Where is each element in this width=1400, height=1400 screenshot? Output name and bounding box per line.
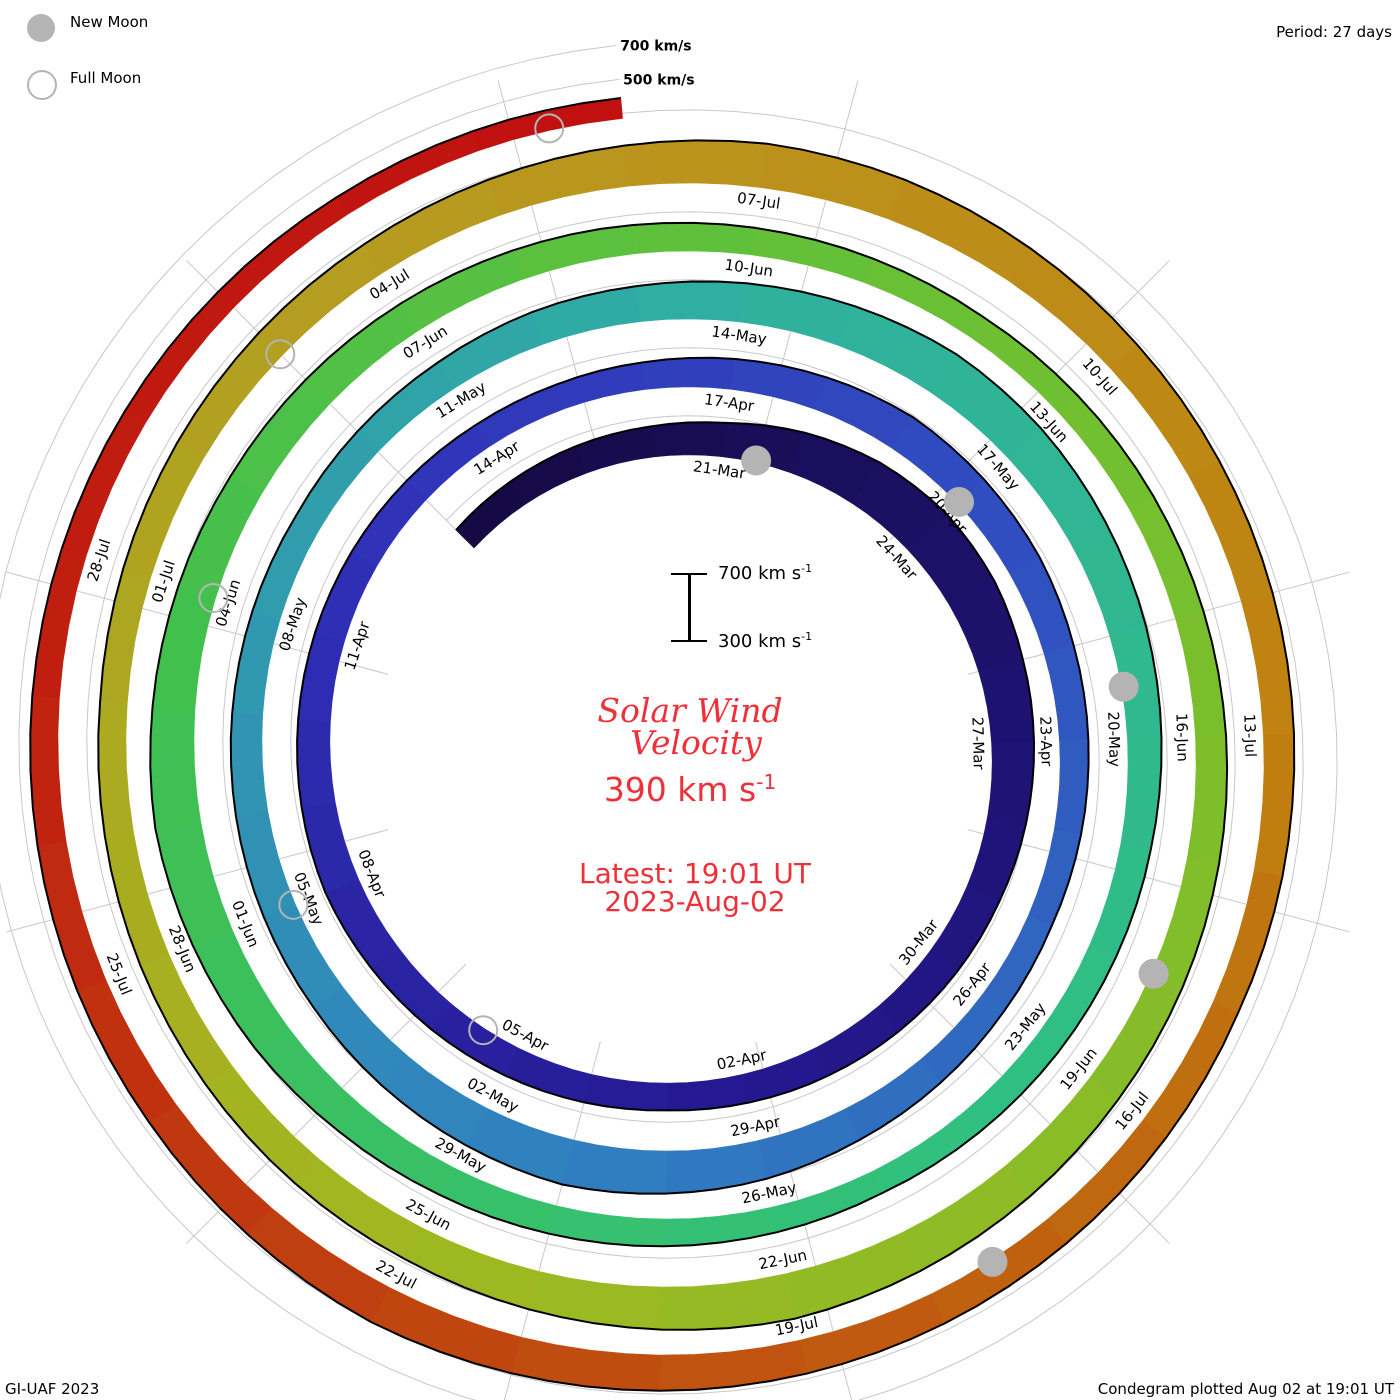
date-label: 07-Jul	[736, 189, 782, 213]
date-label: 21-Mar	[692, 457, 748, 483]
reference-label: 700 km/s	[620, 39, 691, 55]
date-label: 13-Jul	[1240, 713, 1259, 757]
velocity-segment	[503, 1047, 592, 1103]
velocity-segment	[555, 361, 647, 410]
velocity-segment	[873, 1112, 980, 1193]
velocity-segment	[296, 718, 336, 808]
new-moon-marker	[943, 486, 974, 517]
date-label: 20-May	[1104, 711, 1124, 767]
velocity-segment	[1028, 829, 1082, 927]
velocity-segment	[370, 947, 454, 1030]
velocity-segment	[510, 445, 587, 505]
chart-title: Solar Wind Velocity	[597, 691, 783, 762]
full-moon-legend-label: Full Moon	[70, 69, 142, 87]
latest-timestamp: Latest: 19:01 UT 2023-Aug-02	[578, 857, 812, 918]
velocity-segment	[982, 915, 1052, 1011]
credit-label: GI-UAF 2023	[5, 1380, 100, 1398]
scale-bottom-label: 300 km s-1	[718, 630, 813, 652]
plotted-label: Condegram plotted Aug 02 at 19:01 UT	[1097, 1380, 1394, 1398]
grid-spoke	[889, 260, 1170, 541]
new-moon-marker	[741, 445, 772, 476]
reference-label: 500 km/s	[623, 72, 694, 88]
grid-spoke	[755, 80, 859, 463]
velocity-segment	[649, 421, 727, 458]
new-moon-legend-label: New Moon	[70, 13, 149, 31]
velocity-segment	[37, 841, 106, 992]
new-moon-marker	[1138, 958, 1169, 989]
velocity-segment	[643, 357, 736, 390]
velocity-segment	[295, 430, 379, 531]
date-label: 23-Apr	[1036, 716, 1056, 767]
velocity-outline	[29, 97, 1296, 1392]
velocity-segment	[561, 1139, 667, 1194]
velocity-segment	[1120, 737, 1162, 850]
velocity-segment	[297, 631, 345, 722]
velocity-segment	[511, 1336, 661, 1392]
velocity-segment	[1089, 843, 1152, 957]
scale-bar	[671, 573, 707, 642]
velocity-segment	[149, 705, 202, 829]
velocity-segment	[664, 1140, 767, 1194]
velocity-segment	[351, 480, 427, 567]
velocity-segment	[548, 1205, 665, 1247]
velocity-segment	[305, 302, 419, 405]
full-moon-marker	[198, 583, 229, 614]
velocity-segment	[252, 515, 320, 621]
velocity-segment	[844, 1058, 941, 1141]
new-moon-legend-icon	[27, 14, 55, 42]
velocity-segment	[987, 741, 1035, 825]
velocity-segment	[381, 1055, 487, 1146]
grid-reference-spiral-500	[18, 78, 1304, 1395]
velocity-segment	[455, 480, 526, 549]
scale-top-label: 700 km s-1	[718, 562, 813, 584]
new-moon-marker	[1108, 671, 1139, 702]
date-label: 14-May	[710, 322, 768, 348]
velocity-segment	[624, 140, 768, 188]
date-label: 22-Jun	[757, 1246, 808, 1274]
velocity-segment	[31, 547, 87, 699]
period-label: Period: 27 days	[1276, 23, 1392, 41]
date-label: 10-Jun	[723, 256, 774, 281]
velocity-segment	[1036, 943, 1117, 1053]
velocity-segment	[154, 821, 233, 946]
velocity-segment	[61, 410, 146, 557]
new-moon-marker	[977, 1246, 1008, 1277]
velocity-segment	[1128, 495, 1204, 620]
current-velocity: 390 km s-1	[603, 770, 777, 809]
velocity-segment	[487, 145, 629, 216]
grid-spoke	[967, 829, 1350, 933]
velocity-segment	[663, 1206, 778, 1247]
velocity-segment	[104, 831, 170, 966]
full-moon-marker	[278, 889, 309, 920]
velocity-segment	[785, 1232, 921, 1320]
velocity-segment	[97, 701, 134, 837]
date-label: 17-Apr	[703, 390, 756, 415]
velocity-segment	[1068, 521, 1147, 637]
full-moon-legend-icon	[27, 70, 57, 100]
date-label: 27-Mar	[968, 717, 988, 771]
full-moon-marker	[265, 339, 296, 370]
grid-spoke	[967, 571, 1350, 675]
velocity-segment	[760, 143, 906, 220]
velocity-segment	[631, 222, 756, 256]
velocity-segment	[528, 1271, 663, 1330]
velocity-segment	[1009, 556, 1075, 655]
full-moon-marker	[468, 1015, 499, 1046]
velocity-segment	[230, 712, 269, 818]
date-label: 16-Jun	[1172, 713, 1191, 762]
full-moon-marker	[534, 113, 565, 144]
velocity-segment	[636, 281, 748, 323]
